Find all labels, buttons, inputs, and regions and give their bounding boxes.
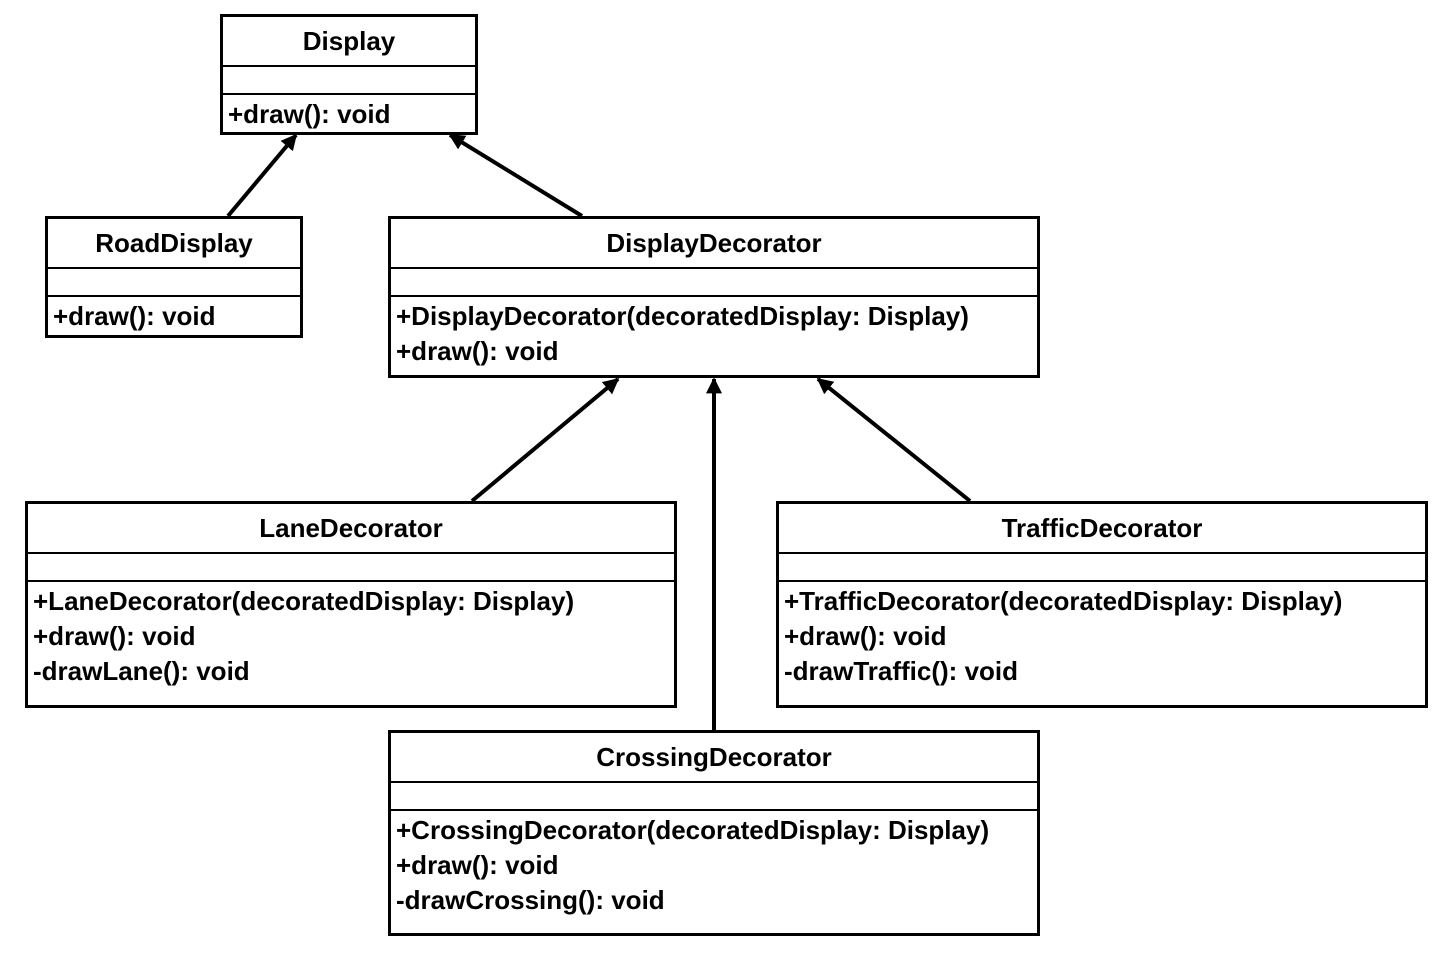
class-display: Display +draw(): void [220,14,478,135]
class-trafficdecorator: TrafficDecorator +TrafficDecorator(decor… [776,501,1428,708]
class-lanedecorator: LaneDecorator +LaneDecorator(decoratedDi… [25,501,677,708]
class-display-name: Display [223,17,475,67]
class-crossingdecorator-name: CrossingDecorator [391,733,1037,783]
class-trafficdecorator-method: +TrafficDecorator(decoratedDisplay: Disp… [784,586,1343,616]
class-crossingdecorator-method: -drawCrossing(): void [396,885,665,915]
class-display-methods: +draw(): void [223,95,475,132]
class-roaddisplay-method: +draw(): void [53,301,216,331]
class-roaddisplay-name: RoadDisplay [48,219,300,269]
class-displaydecorator: DisplayDecorator +DisplayDecorator(decor… [388,216,1040,378]
class-lanedecorator-attributes [28,554,674,582]
arrow-lanedecorator-to-displaydecorator [470,377,620,503]
class-lanedecorator-methods: +LaneDecorator(decoratedDisplay: Display… [28,582,674,689]
class-lanedecorator-name: LaneDecorator [28,504,674,554]
class-trafficdecorator-name: TrafficDecorator [779,504,1425,554]
class-displaydecorator-method: +DisplayDecorator(decoratedDisplay: Disp… [396,301,969,331]
class-roaddisplay-methods: +draw(): void [48,297,300,334]
class-displaydecorator-name: DisplayDecorator [391,219,1037,269]
class-crossingdecorator-method: +draw(): void [396,850,559,880]
class-display-attributes [223,67,475,95]
class-lanedecorator-method: +draw(): void [33,621,196,651]
class-crossingdecorator-attributes [391,783,1037,811]
class-trafficdecorator-method: -drawTraffic(): void [784,656,1019,686]
arrow-roaddisplay-to-display [226,133,298,218]
arrow-trafficdecorator-to-displaydecorator [816,377,972,503]
class-crossingdecorator-method: +CrossingDecorator(decoratedDisplay: Dis… [396,815,990,845]
class-crossingdecorator: CrossingDecorator +CrossingDecorator(dec… [388,730,1040,936]
class-roaddisplay: RoadDisplay +draw(): void [45,216,303,338]
class-crossingdecorator-methods: +CrossingDecorator(decoratedDisplay: Dis… [391,811,1037,918]
class-displaydecorator-methods: +DisplayDecorator(decoratedDisplay: Disp… [391,297,1037,369]
class-displaydecorator-method: +draw(): void [396,336,559,366]
class-display-method: +draw(): void [228,99,391,129]
class-displaydecorator-attributes [391,269,1037,297]
class-lanedecorator-method: -drawLane(): void [33,656,250,686]
class-roaddisplay-attributes [48,269,300,297]
class-lanedecorator-method: +LaneDecorator(decoratedDisplay: Display… [33,586,575,616]
class-trafficdecorator-methods: +TrafficDecorator(decoratedDisplay: Disp… [779,582,1425,689]
class-trafficdecorator-attributes [779,554,1425,582]
arrow-displaydecorator-to-display [448,133,584,218]
class-trafficdecorator-method: +draw(): void [784,621,947,651]
